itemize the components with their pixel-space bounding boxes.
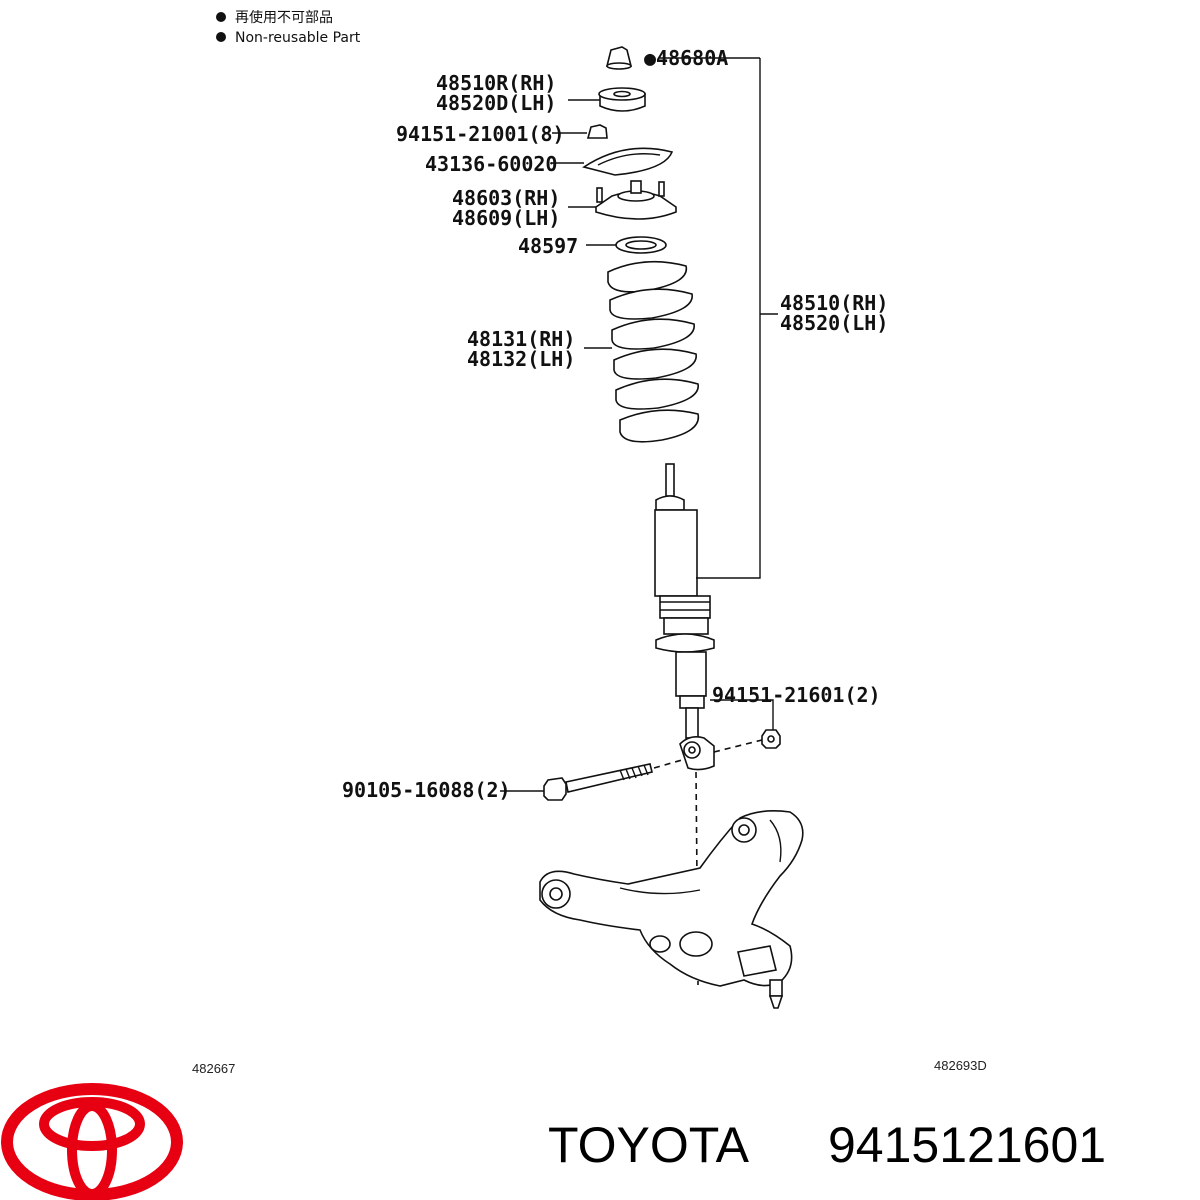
lower-control-arm-part — [539, 810, 804, 1009]
shock-absorber-part — [654, 463, 715, 739]
legend-en: Non-reusable Part — [235, 30, 361, 46]
diagram-code-left: 482667 — [192, 1061, 235, 1076]
diagram-code-right: 482693D — [934, 1058, 987, 1073]
callout-48510r: 48510R(RH) — [436, 71, 556, 95]
bullet-icon — [216, 32, 226, 42]
callout-48603: 48603(RH) — [452, 186, 560, 210]
callout-43136-60020: 43136-60020 — [425, 152, 557, 176]
callout-48520d: 48520D(LH) — [436, 91, 556, 115]
bolt-part — [543, 763, 653, 801]
callout-48520: 48520(LH) — [780, 311, 888, 335]
callout-48609: 48609(LH) — [452, 206, 560, 230]
legend-jp: 再使用不可部品 — [235, 9, 333, 26]
callout-94151-21001: 94151-21001(8) — [396, 122, 565, 146]
spring-insulator-part — [615, 236, 667, 254]
lower-eye-bushing-part — [679, 736, 715, 771]
top-nut-part — [605, 46, 633, 70]
logo-vertical-ellipse — [67, 1101, 117, 1199]
toyota-logo — [1, 1083, 183, 1200]
lock-nut-part — [761, 729, 781, 749]
legend: 再使用不可部品 Non-reusable Part — [216, 9, 361, 46]
coil-spring-part — [607, 260, 700, 443]
callout-48132: 48132(LH) — [467, 347, 575, 371]
callout-48597: 48597 — [518, 234, 578, 258]
bullet-icon — [216, 12, 226, 22]
callout-48680a: ●48680A — [644, 46, 728, 70]
callout-48131: 48131(RH) — [467, 327, 575, 351]
small-nut-part — [586, 124, 608, 139]
caption-part-number: 9415121601 — [828, 1117, 1106, 1173]
cushion-part — [598, 87, 646, 112]
caption-brand: TOYOTA — [548, 1117, 750, 1173]
callout-90105-16088: 90105-16088(2) — [342, 778, 511, 802]
callout-48510: 48510(RH) — [780, 291, 888, 315]
strut-support-part — [595, 180, 677, 220]
callout-94151-21601: 94151-21601(2) — [712, 683, 881, 707]
gasket-plate-part — [582, 147, 674, 176]
